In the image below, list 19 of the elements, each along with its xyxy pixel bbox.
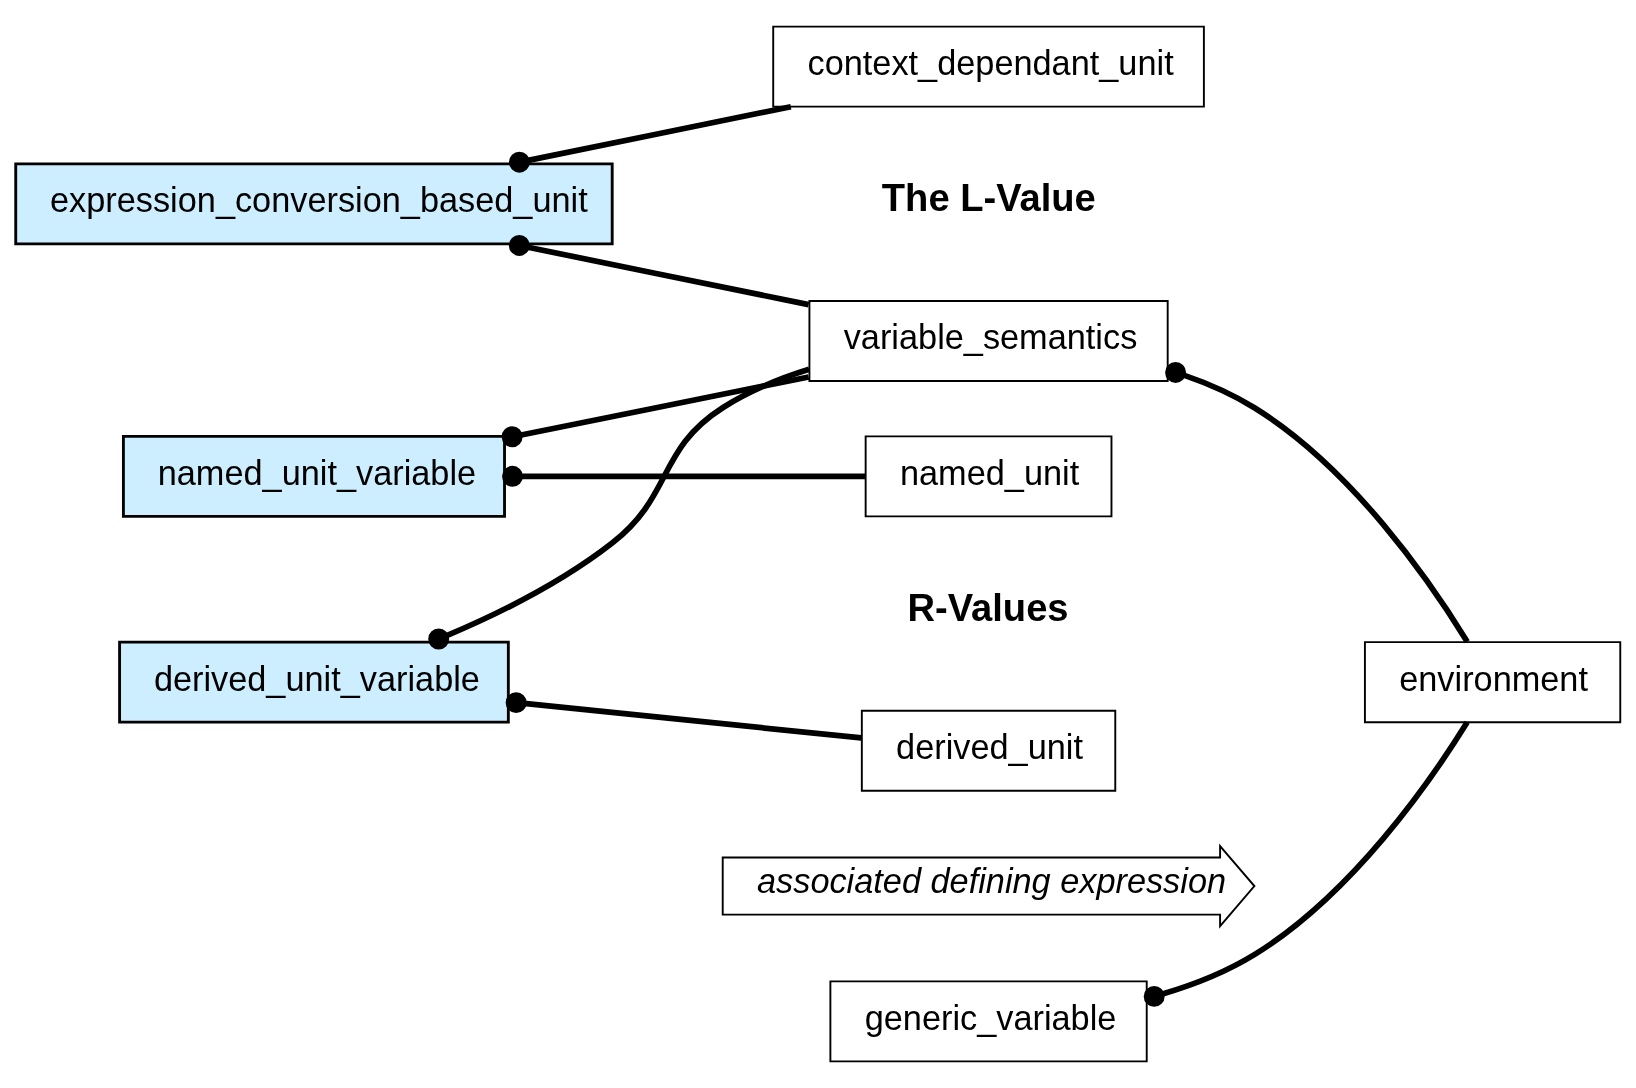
connector <box>502 465 866 487</box>
connector <box>505 692 862 741</box>
connector <box>508 234 810 308</box>
node-box: derived_unit <box>860 709 1117 792</box>
connector <box>1143 720 1470 1007</box>
connector <box>428 366 810 650</box>
node-box: context_dependant_unit <box>772 25 1205 108</box>
node-box: named_unit_variable <box>121 434 506 518</box>
label: The L-Value <box>881 177 1096 220</box>
node-box: environment <box>1363 641 1622 724</box>
connector <box>501 374 810 448</box>
node-box: expression_conversion_based_unit <box>14 162 614 246</box>
connector <box>508 103 792 173</box>
label: R-Values <box>907 587 1069 630</box>
node-box: generic_variable <box>829 980 1148 1063</box>
node-box: variable_semantics <box>808 300 1169 383</box>
node-box: named_unit <box>864 435 1113 518</box>
connector <box>1165 361 1470 644</box>
node-box: derived_unit_variable <box>118 640 510 724</box>
